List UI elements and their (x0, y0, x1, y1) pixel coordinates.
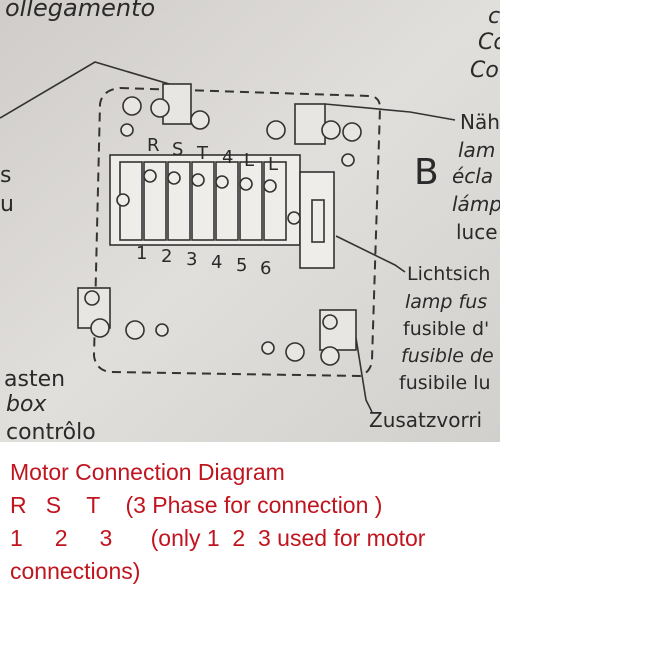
lamp-label-3: écla (452, 164, 494, 188)
fuse-label-3: fusible d' (403, 318, 490, 340)
terminal-number-1: 1 (136, 243, 148, 264)
caption-title: Motor Connection Diagram (10, 459, 285, 485)
left-bottom-text-2: box (6, 392, 47, 417)
diagram-lines (0, 0, 500, 442)
terminal-number-2: 2 (161, 246, 173, 267)
lamp-label-1: Näh (460, 110, 500, 134)
fuse-label-4: fusible de (401, 345, 494, 367)
terminal-letter-S: S (172, 139, 184, 160)
fuse-label-1: Lichtsich (407, 263, 491, 285)
terminal-number-5: 5 (236, 255, 248, 276)
left-edge-text-1: s (0, 163, 12, 188)
top-right-text-2: Co (478, 30, 500, 55)
top-left-text: ollegamento (5, 0, 156, 22)
caption-line-4: connections) (10, 558, 141, 584)
wiring-diagram-photo: ollegamento s u asten box contrôlo c Co … (0, 0, 500, 442)
terminal-letter-L1: L (244, 150, 255, 171)
terminal-letter-R: R (147, 135, 160, 156)
left-bottom-text-1: asten (4, 367, 66, 392)
terminal-letter-L2: L (268, 154, 279, 175)
top-right-text-1: c (488, 4, 500, 29)
lamp-label-2: lam (458, 138, 496, 162)
terminal-letter-T: T (197, 143, 208, 164)
terminal-number-3: 3 (186, 249, 198, 270)
caption-line-3: 1 2 3 (only 1 2 3 used for motor (10, 525, 426, 551)
terminal-number-4: 4 (211, 252, 223, 273)
left-edge-text-2: u (0, 192, 14, 217)
fuse-label-5: fusibile lu (399, 372, 491, 394)
left-bottom-text-3: contrôlo (6, 420, 96, 443)
caption-line-2: R S T (3 Phase for connection ) (10, 492, 383, 518)
top-right-text-3: Co (470, 58, 499, 83)
bottom-right-text: Zusatzvorri (369, 408, 483, 432)
terminal-letter-4: 4 (222, 147, 234, 168)
lamp-label-5: luce (456, 220, 498, 244)
section-letter: B (414, 152, 439, 193)
caption: Motor Connection Diagram R S T (3 Phase … (10, 456, 640, 588)
lamp-label-4: lámp (452, 192, 500, 216)
terminal-number-6: 6 (260, 258, 272, 279)
fuse-label-2: lamp fus (405, 291, 488, 313)
